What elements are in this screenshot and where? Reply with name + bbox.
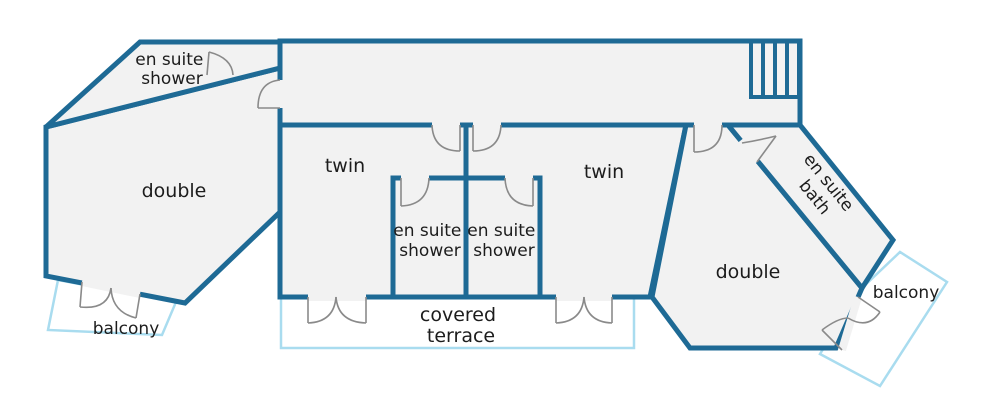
twin-right-label: twin — [584, 161, 624, 183]
en-suite-shower-left-label: en suite shower — [135, 50, 209, 89]
door-terrace-right — [555, 293, 613, 324]
covered-terrace-area — [279, 294, 636, 350]
door-terrace-left — [307, 293, 367, 324]
en-suite-shower-center-left-room — [390, 175, 469, 300]
covered-terrace-label: covered terrace — [420, 304, 502, 347]
stairs — [749, 39, 801, 99]
door-balcony-right — [821, 295, 881, 352]
door-double-right — [693, 121, 723, 153]
en-suite-shower-center-right-room — [463, 175, 543, 300]
door-hallway-left — [257, 79, 284, 109]
door-shower-center-right — [504, 174, 534, 207]
twin-left-label: twin — [325, 155, 365, 177]
balcony-right-label: balcony — [873, 283, 940, 303]
hallway — [277, 38, 803, 128]
en-suite-shower-center-right-label: en suite shower — [467, 221, 541, 261]
balcony-left-label: balcony — [93, 319, 160, 339]
door-twin-right — [472, 121, 502, 152]
double-right-label: double — [716, 261, 781, 283]
en-suite-shower-center-left-label: en suite shower — [393, 221, 467, 261]
double-left-label: double — [142, 180, 207, 202]
en-suite-bath-room — [722, 122, 897, 293]
door-en-suite-bath — [736, 135, 777, 165]
door-twin-left — [431, 121, 461, 152]
door-en-suite-left — [206, 51, 234, 79]
door-shower-center-left — [400, 174, 430, 207]
door-balcony-left — [79, 278, 141, 319]
